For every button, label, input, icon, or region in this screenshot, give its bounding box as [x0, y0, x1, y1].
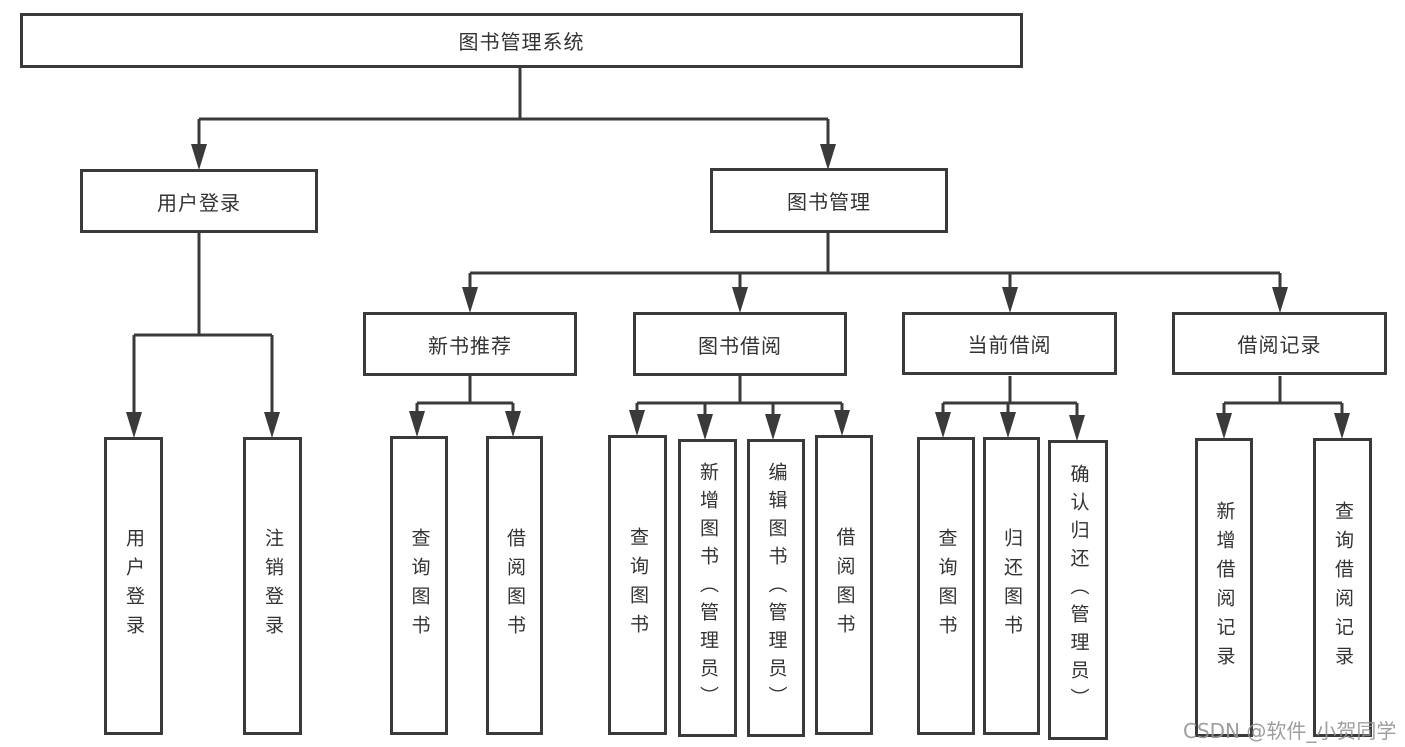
- leaf-edit-books-admin: 编辑图书（管理员）: [747, 439, 805, 737]
- leaf-confirm-return-admin: 确认归还（管理员）: [1048, 440, 1108, 740]
- leaf-return-books: 归还图书: [983, 437, 1040, 735]
- node-current-borrowing: 当前借阅: [902, 312, 1117, 375]
- leaf-search-books-borrowing: 查询图书: [608, 435, 667, 735]
- leaf-user-login: 用户登录: [104, 437, 163, 735]
- csdn-watermark: CSDN @软件_小贺同学: [1183, 719, 1397, 743]
- leaf-search-borrow-record: 查询借阅记录: [1313, 438, 1372, 737]
- leaf-logout: 注销登录: [243, 437, 302, 735]
- node-borrowing-records: 借阅记录: [1172, 312, 1387, 375]
- leaf-search-books-current: 查询图书: [917, 437, 975, 735]
- node-new-book-recommendation: 新书推荐: [363, 312, 577, 376]
- node-book-borrowing: 图书借阅: [633, 312, 847, 376]
- node-root-library-system: 图书管理系统: [20, 13, 1023, 68]
- node-user-login-branch: 用户登录: [80, 169, 318, 233]
- leaf-search-books-recommend: 查询图书: [390, 436, 448, 735]
- node-book-management-branch: 图书管理: [710, 168, 948, 233]
- leaf-borrow-books-borrowing: 借阅图书: [815, 435, 873, 735]
- leaf-borrow-books-recommend: 借阅图书: [486, 436, 543, 735]
- leaf-add-books-admin: 新增图书（管理员）: [678, 439, 737, 737]
- leaf-add-borrow-record: 新增借阅记录: [1195, 438, 1253, 737]
